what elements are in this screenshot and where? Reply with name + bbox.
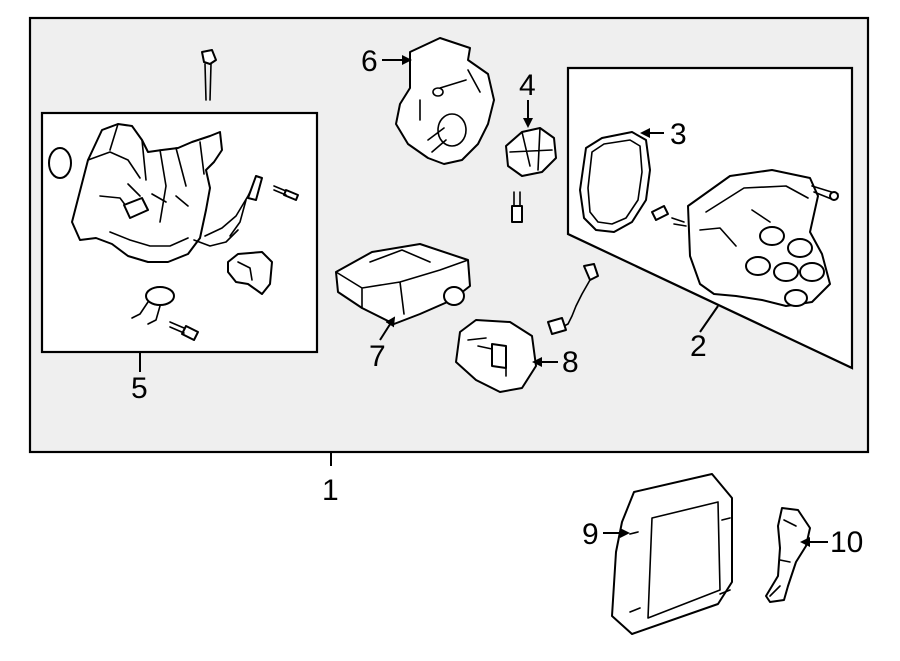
housing-clamp bbox=[131, 286, 175, 325]
callout-5: 5 bbox=[131, 372, 148, 405]
distributor-cap bbox=[687, 169, 839, 307]
rotor-screw bbox=[511, 191, 523, 223]
bracket bbox=[765, 507, 811, 603]
housing-bolt bbox=[273, 185, 299, 201]
callout-1: 1 bbox=[322, 474, 339, 507]
ignition-cover bbox=[395, 37, 495, 165]
housing-cover-piece bbox=[227, 251, 273, 295]
leader-2 bbox=[699, 305, 719, 333]
callout-6: 6 bbox=[361, 45, 378, 78]
housing-screw bbox=[169, 321, 199, 341]
callout-8: 8 bbox=[562, 346, 579, 379]
callout-9: 9 bbox=[582, 518, 599, 551]
callout-7: 7 bbox=[369, 340, 386, 373]
cap-small-screw bbox=[671, 217, 687, 227]
leader-7 bbox=[379, 316, 396, 341]
pin bbox=[201, 49, 217, 101]
callout-3: 3 bbox=[670, 118, 687, 151]
rotor bbox=[505, 127, 557, 177]
cap-small-plug bbox=[651, 205, 669, 221]
sensor-wire bbox=[547, 263, 599, 335]
callout-2: 2 bbox=[690, 330, 707, 363]
control-module bbox=[611, 473, 733, 635]
igniter-module bbox=[455, 319, 537, 393]
ignition-coil bbox=[335, 243, 471, 325]
callout-4: 4 bbox=[519, 69, 536, 102]
cap-gasket bbox=[579, 131, 651, 233]
distributor-housing bbox=[48, 123, 263, 263]
callout-10: 10 bbox=[830, 526, 863, 559]
